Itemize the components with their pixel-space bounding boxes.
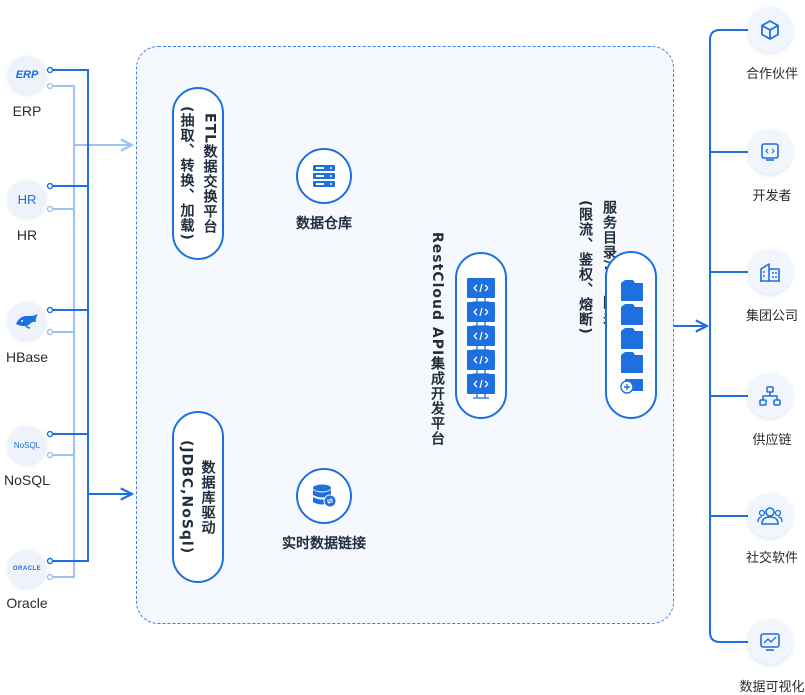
api-gateway-node[interactable]: [605, 251, 657, 419]
hr-logo-icon: HR: [8, 180, 46, 218]
source-label: ERP: [12, 103, 42, 119]
data-warehouse-label: 数据仓库: [296, 216, 352, 232]
building-icon: [748, 250, 792, 294]
source-label: HR: [16, 227, 38, 243]
restcloud-api-node[interactable]: [455, 252, 507, 419]
target-label: 合作伙伴: [745, 67, 798, 82]
source-label: HBase: [5, 349, 49, 365]
etl-platform-title: ETL数据交换平台: [201, 112, 218, 235]
hbase-orca-icon: [8, 302, 46, 340]
target-label: 集团公司: [745, 309, 798, 324]
db-driver-title: 数据库驱动: [199, 459, 216, 535]
hierarchy-icon: [748, 374, 792, 418]
realtime-link-node[interactable]: [296, 468, 352, 524]
db-driver-subtitle: (JDBC,NoSql): [178, 439, 195, 555]
source-label: Oracle: [6, 595, 48, 611]
data-warehouse-node[interactable]: [296, 148, 352, 204]
cube-icon: [748, 8, 792, 52]
chart-monitor-icon: [748, 620, 792, 664]
server-rack-icon: [313, 165, 335, 187]
target-label: 供应链: [752, 433, 792, 448]
api-gateway-subtitle: (限流、鉴权、熔断): [577, 200, 593, 335]
etl-platform-pill[interactable]: ETL数据交换平台 (抽取、转换、加载): [172, 87, 224, 260]
restcloud-platform-label: RestCloud API集成开发平台: [429, 232, 445, 447]
target-label: 开发者: [752, 189, 792, 204]
nosql-logo-icon: NoSQL: [8, 426, 46, 464]
users-icon: [748, 494, 792, 538]
erp-logo-icon: ERP: [8, 56, 46, 94]
database-sync-icon: [313, 484, 337, 508]
db-driver-pill[interactable]: 数据库驱动 (JDBC,NoSql): [172, 411, 224, 583]
target-label: 社交软件: [745, 551, 798, 566]
api-folder-stack-icon: [620, 280, 643, 394]
code-window-icon: [748, 130, 792, 174]
api-code-stack-icon: [466, 278, 496, 399]
oracle-logo-icon: ORACLE: [8, 550, 46, 588]
source-label: NoSQL: [4, 472, 50, 488]
integration-panel: [136, 46, 674, 624]
etl-platform-subtitle: (抽取、转换、加载): [178, 106, 195, 241]
realtime-link-label: 实时数据链接: [282, 536, 366, 552]
target-label: 数据可视化: [739, 680, 805, 695]
